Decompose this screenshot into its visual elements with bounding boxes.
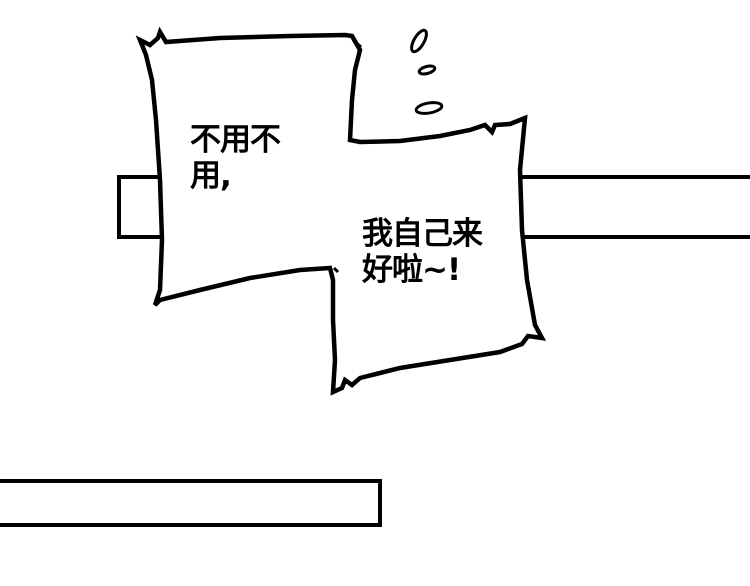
bubble-text-a-line-1: 不用不: [190, 122, 281, 158]
sweat-drop-1: [410, 28, 428, 54]
speech-bubble: [135, 26, 547, 396]
sweat-drop-2: [417, 64, 437, 76]
bubble-notch-2: [352, 38, 362, 49]
frame-bar-right: [520, 175, 750, 239]
bubble-text-a-line-2: 用,: [190, 158, 232, 194]
frame-bar-bottom: [0, 479, 382, 527]
sweat-drop-3: [414, 101, 444, 115]
bubble-text-b-line-1: 我自己来: [362, 216, 483, 252]
bubble-text-b-line-2: 好啦~!: [362, 252, 461, 288]
bubble-notch-1: [332, 266, 340, 274]
